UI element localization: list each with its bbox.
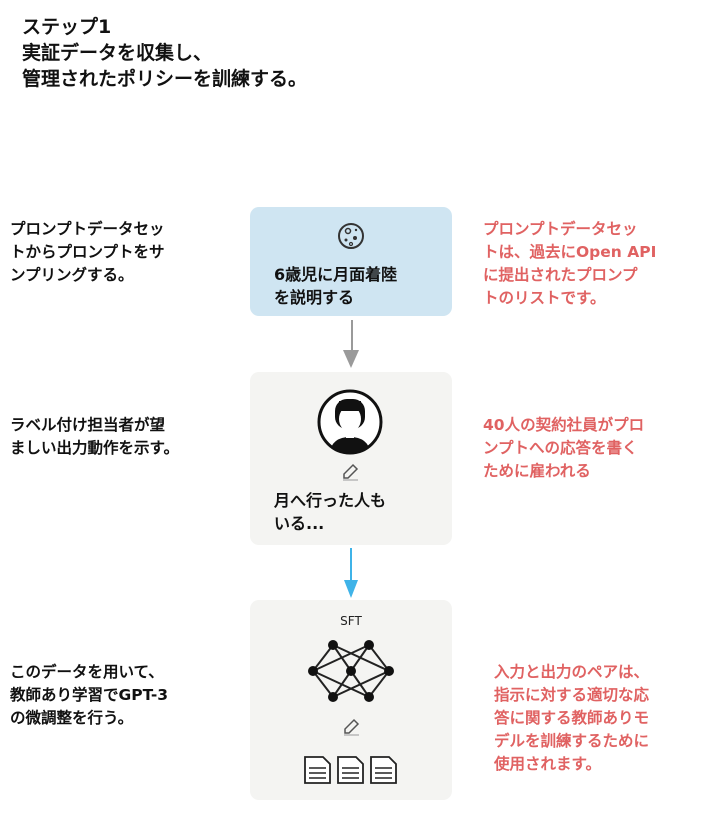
text-line: プロンプトデータセッ	[483, 220, 638, 238]
text-line: ンプリングする。	[10, 266, 134, 284]
pencil-icon	[343, 463, 359, 481]
documents-icon	[304, 756, 397, 784]
text-line: ンプトへの応答を書く	[483, 439, 638, 457]
text-line: 教師あり学習でGPT-3	[10, 686, 169, 704]
text-line: を説明する	[274, 288, 355, 307]
neural-network-icon	[308, 640, 394, 702]
pencil-icon	[344, 718, 360, 736]
text-line: ために雇われる	[483, 462, 591, 480]
text-line: 6歳児に月面着陸	[274, 265, 398, 284]
text-line: いる...	[274, 514, 325, 533]
text-line: 答に関する教師ありモ	[494, 709, 650, 727]
text-line: に提出されたプロンプ	[483, 266, 638, 284]
step2-note: 40人の契約社員がプロ ンプトへの応答を書く ために雇われる	[483, 414, 644, 483]
text-line: プロンプトデータセッ	[10, 220, 165, 238]
text-line: 入力と出力のペアは、	[494, 663, 650, 681]
title-line: 実証データを収集し、	[22, 42, 213, 64]
step1-note: プロンプトデータセッ トは、過去にOpen API に提出されたプロンプ トのリ…	[483, 218, 656, 310]
moon-icon	[338, 223, 364, 249]
text-line: トは、過去にOpen API	[483, 243, 657, 261]
text-line: ラベル付け担当者が望	[10, 416, 166, 434]
text-line: 月へ行った人も	[274, 491, 387, 510]
title-line: 管理されたポリシーを訓練する。	[22, 68, 308, 90]
text-line: トからプロンプトをサ	[10, 243, 165, 261]
step2-description: ラベル付け担当者が望 ましい出力動作を示す。	[10, 414, 179, 460]
labeler-box: 月へ行った人も いる...	[250, 372, 452, 545]
step3-description: このデータを用いて、 教師あり学習でGPT-3 の微調整を行う。	[10, 661, 168, 730]
demonstration-text: 月へ行った人も いる...	[274, 489, 386, 535]
text-line: ましい出力動作を示す。	[10, 439, 179, 457]
sft-label: SFT	[340, 614, 362, 628]
sft-box: SFT	[250, 600, 452, 800]
text-line: 指示に対する適切な応	[494, 686, 650, 704]
prompt-box: 6歳児に月面着陸 を説明する	[250, 207, 452, 316]
arrow-head-gray	[343, 350, 359, 368]
step1-description: プロンプトデータセッ トからプロンプトをサ ンプリングする。	[10, 218, 165, 287]
text-line: このデータを用いて、	[10, 663, 164, 681]
text-line: トのリストです。	[483, 289, 606, 307]
labeler-avatar-icon	[317, 389, 383, 455]
page-title: ステップ1 実証データを収集し、 管理されたポリシーを訓練する。	[22, 14, 307, 92]
title-line: ステップ1	[22, 16, 112, 38]
arrow-down-blue	[344, 548, 358, 598]
prompt-text: 6歳児に月面着陸 を説明する	[274, 263, 397, 309]
step3-note: 入力と出力のペアは、 指示に対する適切な応 答に関する教師ありモ デルを訓練する…	[494, 661, 649, 776]
text-line: デルを訓練するために	[494, 732, 650, 750]
text-line: 使用されます。	[494, 755, 601, 773]
text-line: 40人の契約社員がプロ	[483, 416, 645, 434]
text-line: の微調整を行う。	[10, 709, 134, 727]
